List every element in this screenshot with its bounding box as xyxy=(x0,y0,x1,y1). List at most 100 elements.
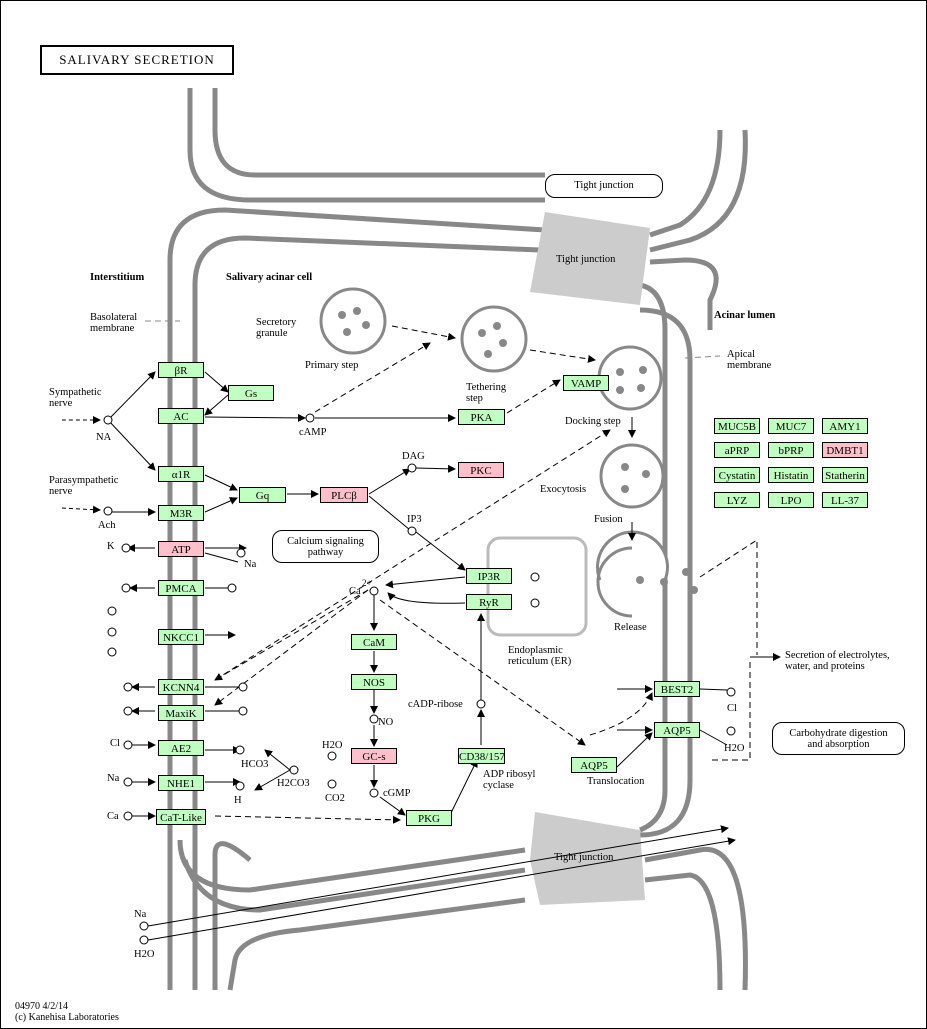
gene-NOS[interactable]: NOS xyxy=(351,674,397,690)
camp-label: cAMP xyxy=(299,427,327,438)
dag-label: DAG xyxy=(402,451,425,462)
na-bottom-label: Na xyxy=(134,909,147,920)
cl-out-label: Cl xyxy=(727,703,737,714)
gene-CaT-Like[interactable]: CaT-Like xyxy=(156,809,206,825)
gene-ATP[interactable]: ATP xyxy=(158,541,204,557)
gene-RyR[interactable]: RyR xyxy=(466,594,512,610)
cl-label-ae2: Cl xyxy=(110,738,120,749)
k-label-atp: K xyxy=(107,541,115,552)
gene-PMCA[interactable]: PMCA xyxy=(158,580,204,596)
ca-charge-label: 2+ xyxy=(362,578,372,588)
gene-NHE1[interactable]: NHE1 xyxy=(158,775,204,791)
h2o-out-label: H2O xyxy=(724,743,745,754)
h2o-label: H2O xyxy=(322,740,343,751)
footer-copyright: (c) Kanehisa Laboratories xyxy=(15,1012,119,1023)
acinar-lumen-label: Acinar lumen xyxy=(714,310,776,321)
gene-KCNN4[interactable]: KCNN4 xyxy=(158,679,204,695)
gene-PKG[interactable]: PKG xyxy=(406,810,452,826)
gene-MUC7[interactable]: MUC7 xyxy=(768,418,814,434)
gene-a1R[interactable]: α1R xyxy=(158,466,204,482)
gene-DMBT1[interactable]: DMBT1 xyxy=(822,442,868,458)
gene-PKA[interactable]: PKA xyxy=(458,409,505,425)
gene-AE2[interactable]: AE2 xyxy=(158,740,204,756)
na-label-nhe1: Na xyxy=(107,773,120,784)
hco3-label: HCO3 xyxy=(241,759,269,770)
carbohydrate-digestion-link[interactable]: Carbohydrate digestion and absorption xyxy=(772,722,905,755)
gene-Statherin[interactable]: Statherin xyxy=(822,467,868,483)
release-label: Release xyxy=(614,622,647,633)
diagram-title: SALIVARY SECRETION xyxy=(40,45,234,75)
tight-junction-bottom xyxy=(530,812,645,905)
gene-AQP5-vesicle[interactable]: AQP5 xyxy=(571,757,617,773)
gene-PKC[interactable]: PKC xyxy=(458,462,504,478)
granules xyxy=(319,287,665,509)
gene-GC-s[interactable]: GC-s xyxy=(351,748,397,764)
gene-bPRP[interactable]: bPRP xyxy=(768,442,814,458)
footer: 04970 4/2/14 (c) Kanehisa Laboratories xyxy=(15,1001,119,1023)
ach-label: Ach xyxy=(98,520,116,531)
gene-CaM[interactable]: CaM xyxy=(351,634,397,650)
gene-LYZ[interactable]: LYZ xyxy=(714,492,760,508)
secretion-label: Secretion of electrolytes, water, and pr… xyxy=(785,650,890,672)
interstitium-label: Interstitium xyxy=(90,272,145,283)
gene-Cystatin[interactable]: Cystatin xyxy=(714,467,760,483)
co2-label: CO2 xyxy=(325,793,345,804)
adp-cyclase-label: ADP ribosyl cyclase xyxy=(483,769,536,791)
gene-VAMP[interactable]: VAMP xyxy=(563,375,609,391)
gene-BEST2[interactable]: BEST2 xyxy=(654,681,700,697)
sympathetic-nerve-label: Sympathetic nerve xyxy=(49,387,102,409)
gene-AQP5-membrane[interactable]: AQP5 xyxy=(654,722,700,738)
ip3-label: IP3 xyxy=(407,514,422,525)
gene-IP3R[interactable]: IP3R xyxy=(466,568,512,584)
docking-step-label: Docking step xyxy=(565,416,621,427)
exocytosis-label: Exocytosis xyxy=(540,484,587,495)
tight-junction-box2: Tight junction xyxy=(554,852,614,863)
tight-junction-box1: Tight junction xyxy=(556,254,616,265)
acinar-cell-label: Salivary acinar cell xyxy=(226,272,313,283)
ca-label: Ca xyxy=(349,586,361,597)
secretory-granule-label: Secretory granule xyxy=(256,317,297,339)
primary-step-label: Primary step xyxy=(305,360,359,371)
no-label: NO xyxy=(378,717,394,728)
basolateral-label: Basolateral membrane xyxy=(90,312,138,334)
gene-aPRP[interactable]: aPRP xyxy=(714,442,760,458)
na-label: NA xyxy=(96,432,112,443)
h-label: H xyxy=(234,795,242,806)
cadpr-label: cADP-ribose xyxy=(408,699,463,710)
tight-junction-top-label[interactable]: Tight junction xyxy=(545,174,663,198)
calcium-signaling-pathway-link[interactable]: Calcium signaling pathway xyxy=(272,530,379,563)
gene-AC[interactable]: AC xyxy=(158,408,204,424)
vesicle-dots xyxy=(338,307,698,594)
cgmp-label: cGMP xyxy=(383,788,411,799)
parasympathetic-nerve-label: Parasympathetic nerve xyxy=(49,475,119,497)
h2o-bottom-label: H2O xyxy=(134,949,155,960)
cell-membrane xyxy=(167,88,748,991)
tight-junction-top xyxy=(530,212,650,305)
gene-M3R[interactable]: M3R xyxy=(158,505,204,521)
na-label-atp: Na xyxy=(244,559,257,570)
tethering-step-label: Tethering step xyxy=(466,382,507,404)
er-outline xyxy=(486,536,588,637)
ca-label-cat: Ca xyxy=(107,811,119,822)
gene-AMY1[interactable]: AMY1 xyxy=(822,418,868,434)
gene-PLCb[interactable]: PLCβ xyxy=(320,487,368,503)
gene-LL-37[interactable]: LL-37 xyxy=(822,492,868,508)
gene-Histatin[interactable]: Histatin xyxy=(768,467,814,483)
pathway-arrows xyxy=(61,325,781,941)
h2co3-label: H2CO3 xyxy=(277,778,310,789)
gene-Gq[interactable]: Gq xyxy=(239,487,286,503)
gene-CD38[interactable]: CD38/157 xyxy=(458,748,505,764)
gene-MUC5B[interactable]: MUC5B xyxy=(714,418,760,434)
gene-bR[interactable]: βR xyxy=(158,362,204,378)
fusion-label: Fusion xyxy=(594,514,623,525)
gene-MaxiK[interactable]: MaxiK xyxy=(158,705,204,721)
gene-NKCC1[interactable]: NKCC1 xyxy=(158,629,204,645)
compound-nodes xyxy=(103,413,736,945)
translocation-label: Translocation xyxy=(587,776,645,787)
gene-Gs[interactable]: Gs xyxy=(228,385,274,401)
apical-label: Apical membrane xyxy=(727,349,772,371)
footer-id: 04970 4/2/14 xyxy=(15,1001,69,1012)
er-label: Endoplasmic reticulum (ER) xyxy=(508,645,572,667)
gene-LPO[interactable]: LPO xyxy=(768,492,814,508)
